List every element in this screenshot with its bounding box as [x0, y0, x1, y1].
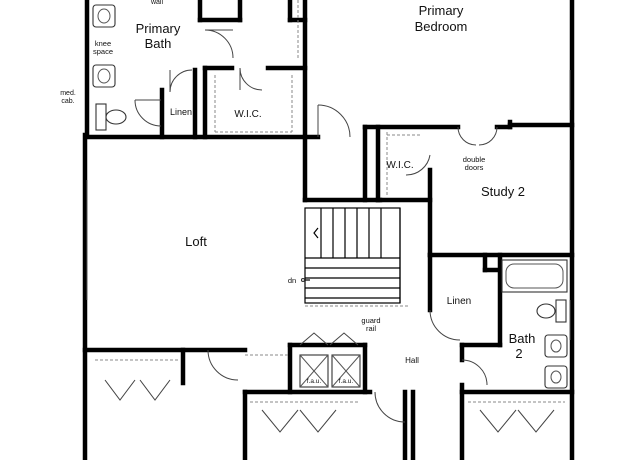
- room-primary-bath-line1: Primary: [136, 21, 181, 36]
- fau-2-label: f.a.u.: [339, 378, 354, 385]
- wic-primary-label: W.I.C.: [234, 109, 261, 120]
- room-study-2: Study 2: [481, 184, 525, 199]
- linen-hall-label: Linen: [447, 296, 471, 307]
- fixtures: [86, 4, 571, 389]
- small-labels: W.I.C. W.I.C. Linen Linen knee space med…: [60, 0, 485, 385]
- linen-bath-label: Linen: [170, 107, 192, 117]
- doors: [104, 29, 555, 433]
- room-labels: Primary Bedroom Primary Bath Loft Study …: [136, 3, 536, 365]
- walls: [82, 0, 575, 460]
- room-bath-2-line2: 2: [515, 346, 522, 361]
- guard-rail-line1: guard: [361, 316, 380, 325]
- room-primary-bedroom-line1: Primary: [419, 3, 464, 18]
- room-primary-bath-line2: Bath: [145, 36, 172, 51]
- med-cab-line2: cab.: [61, 98, 74, 105]
- room-bath-2-line1: Bath: [509, 331, 536, 346]
- knee-space-line1: knee: [95, 39, 111, 48]
- staircase: [300, 207, 410, 307]
- closet-lines: [95, 0, 565, 403]
- double-doors-line2: doors: [465, 163, 484, 172]
- room-loft: Loft: [185, 234, 207, 249]
- dn-label: dn: [288, 276, 296, 285]
- guard-rail-line2: rail: [366, 324, 376, 333]
- knee-space-line2: space: [93, 47, 113, 56]
- room-hall: Hall: [405, 356, 419, 365]
- wic-study-label: W.I.C.: [386, 160, 413, 171]
- fau-1-label: f.a.u.: [307, 378, 322, 385]
- wall-fragment-label: wall: [150, 0, 164, 6]
- room-primary-bedroom-line2: Bedroom: [415, 19, 468, 34]
- med-cab-line1: med.: [60, 90, 76, 97]
- double-doors-line1: double: [463, 155, 486, 164]
